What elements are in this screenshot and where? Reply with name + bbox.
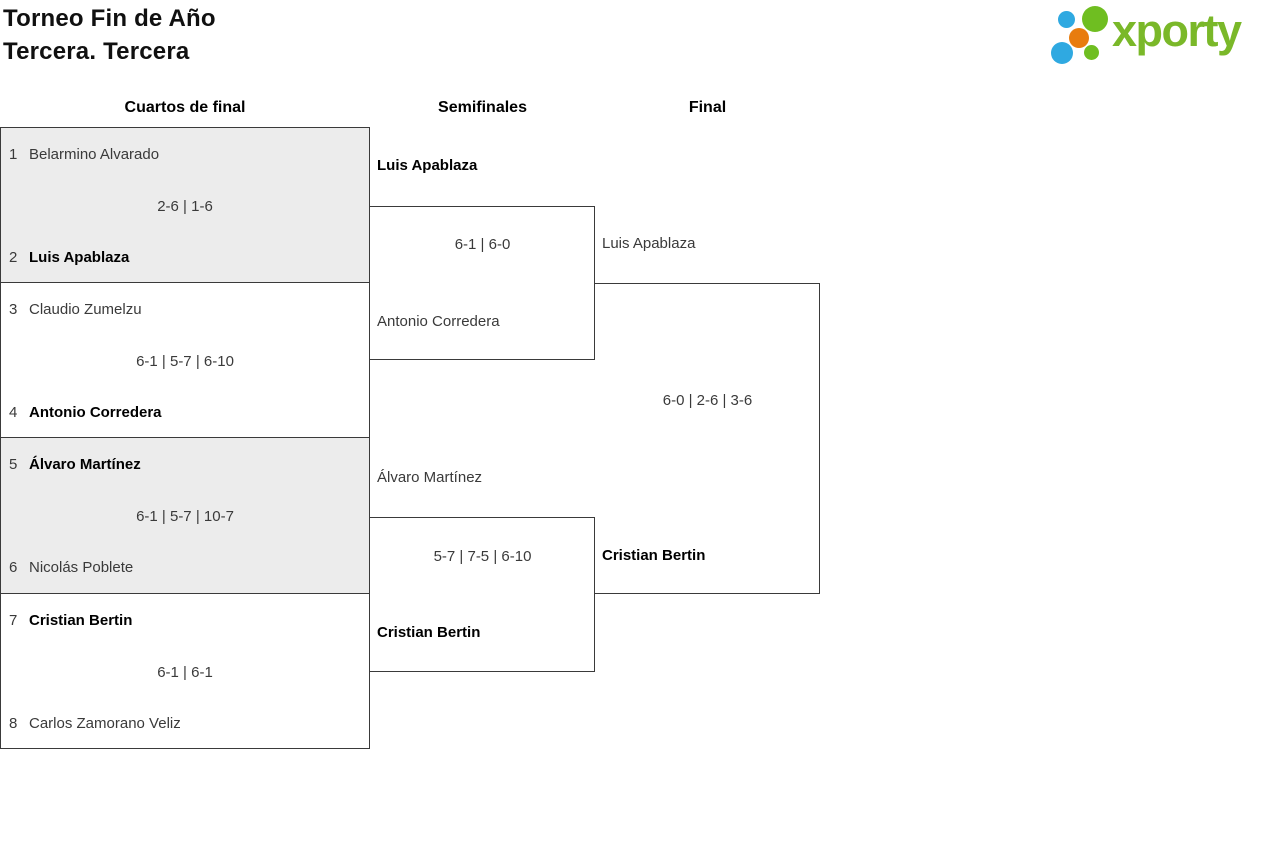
- player-name: Álvaro Martínez: [29, 456, 141, 473]
- match-quarterfinal-2: 3 Claudio Zumelzu 6-1 | 5-7 | 6-10 4 Anton…: [0, 283, 370, 438]
- player-name[interactable]: Álvaro Martínez: [377, 469, 483, 486]
- player-name[interactable]: Cristian Bertin: [377, 624, 481, 641]
- match-score: 2-6 | 1-6: [157, 198, 213, 215]
- player-row[interactable]: 8 Carlos Zamorano Veliz: [9, 715, 181, 733]
- player-row[interactable]: 4 Antonio Corredera: [9, 404, 162, 422]
- match-semifinal-2: [370, 517, 595, 672]
- player-seed: 8: [9, 715, 18, 732]
- logo-dot-icon: [1069, 28, 1089, 48]
- player-row[interactable]: 5 Álvaro Martínez: [9, 456, 141, 474]
- player-row[interactable]: 1 Belarmino Alvarado: [9, 146, 159, 164]
- player-name: Carlos Zamorano Veliz: [29, 715, 181, 732]
- logo-dot-icon: [1082, 6, 1108, 32]
- player-row[interactable]: 2 Luis Apablaza: [9, 249, 129, 267]
- match-score: 6-0 | 2-6 | 3-6: [662, 392, 753, 409]
- player-name[interactable]: Luis Apablaza: [377, 157, 478, 174]
- match-quarterfinal-4: 7 Cristian Bertin 6-1 | 6-1 8 Carlos Zamor…: [0, 594, 370, 749]
- match-semifinal-1: [370, 206, 595, 360]
- match-final: [595, 283, 820, 594]
- player-name[interactable]: Cristian Bertin: [602, 547, 706, 564]
- player-row[interactable]: 6 Nicolás Poblete: [9, 559, 133, 577]
- logo-dot-icon: [1051, 42, 1073, 64]
- round-label-cuartos: Cuartos de final: [124, 99, 246, 116]
- player-seed: 3: [9, 301, 18, 318]
- player-name: Claudio Zumelzu: [29, 301, 142, 318]
- player-seed: 7: [9, 612, 18, 629]
- match-score: 6-1 | 5-7 | 10-7: [136, 508, 234, 525]
- match-score: 6-1 | 6-1: [157, 664, 213, 681]
- match-score: 6-1 | 6-0: [454, 236, 511, 253]
- match-quarterfinal-1: 1 Belarmino Alvarado 2-6 | 1-6 2 Luis Apab…: [0, 127, 370, 283]
- player-name[interactable]: Antonio Corredera: [377, 313, 500, 330]
- match-score: 5-7 | 7-5 | 6-10: [433, 548, 532, 565]
- player-seed: 2: [9, 249, 18, 266]
- round-label-final: Final: [688, 99, 727, 116]
- player-seed: 1: [9, 146, 18, 163]
- player-name[interactable]: Luis Apablaza: [602, 235, 696, 252]
- player-name: Cristian Bertin: [29, 612, 133, 629]
- player-row[interactable]: 7 Cristian Bertin: [9, 612, 132, 630]
- logo-dot-icon: [1058, 11, 1075, 28]
- player-name: Luis Apablaza: [29, 249, 130, 266]
- player-seed: 4: [9, 404, 18, 421]
- xporty-logo-text: xporty: [1112, 5, 1242, 56]
- player-name: Antonio Corredera: [29, 404, 162, 421]
- player-seed: 5: [9, 456, 18, 473]
- tournament-name: Torneo Fin de Año: [3, 5, 216, 32]
- round-label-semifinales: Semifinales: [438, 99, 527, 116]
- match-score: 6-1 | 5-7 | 6-10: [136, 353, 234, 370]
- page-title: Torneo Fin de Año Tercera. Tercera: [3, 2, 216, 68]
- player-name: Belarmino Alvarado: [29, 146, 160, 163]
- player-seed: 6: [9, 559, 18, 576]
- match-quarterfinal-3: 5 Álvaro Martínez 6-1 | 5-7 | 10-7 6 Nicol…: [0, 438, 370, 594]
- player-row[interactable]: 3 Claudio Zumelzu: [9, 301, 142, 319]
- player-name: Nicolás Poblete: [29, 559, 134, 576]
- logo-dot-icon: [1084, 45, 1099, 60]
- tournament-category: Tercera. Tercera: [3, 38, 190, 65]
